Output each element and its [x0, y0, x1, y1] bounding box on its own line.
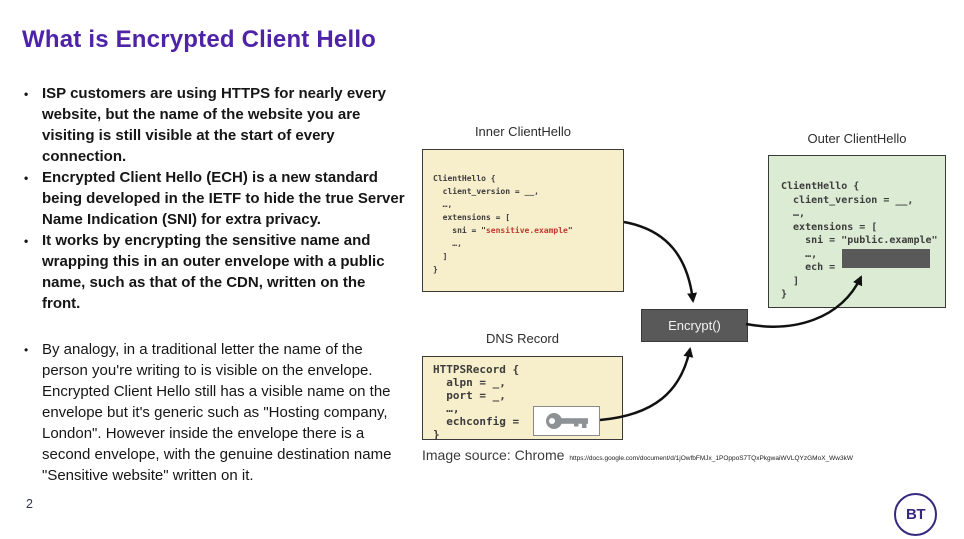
- page-title: What is Encrypted Client Hello: [22, 26, 377, 53]
- bt-logo-text: BT: [906, 506, 926, 523]
- bullet-icon: •: [24, 234, 29, 248]
- code-text: ClientHello { client_version = __, …, ex…: [433, 174, 539, 235]
- bullet-text: By analogy, in a traditional letter the …: [42, 341, 392, 484]
- redacted-value-box: [842, 249, 930, 268]
- bullet-icon: •: [24, 343, 29, 357]
- code-text: " …, ] }: [433, 226, 573, 274]
- bt-logo: BT: [894, 493, 937, 536]
- dns-record-code: HTTPSRecord { alpn = _, port = _, …, ech…: [433, 363, 520, 441]
- bullet-list: • ISP customers are using HTTPS for near…: [24, 83, 406, 486]
- inner-clienthello-box: ClientHello { client_version = __, …, ex…: [422, 149, 624, 292]
- bullet-icon: •: [24, 87, 29, 101]
- list-item: • By analogy, in a traditional letter th…: [24, 339, 406, 486]
- dns-record-label: DNS Record: [486, 331, 559, 346]
- encrypt-label: Encrypt(): [668, 318, 721, 333]
- outer-clienthello-code: ClientHello { client_version = __, …, ex…: [781, 180, 945, 302]
- bullet-text: Encrypted Client Hello (ECH) is a new st…: [42, 169, 405, 228]
- image-source: Image source: Chrome https://docs.google…: [422, 447, 853, 463]
- inner-clienthello-code: ClientHello { client_version = __, …, ex…: [433, 172, 623, 276]
- outer-clienthello-label: Outer ClientHello: [807, 131, 907, 146]
- arrow-inner-to-encrypt: [623, 220, 698, 303]
- list-item: • It works by encrypting the sensitive n…: [24, 230, 406, 314]
- encrypt-function-box: Encrypt(): [641, 309, 748, 342]
- code-text: ] }: [781, 275, 800, 301]
- page-number: 2: [26, 497, 33, 511]
- bullet-icon: •: [24, 171, 29, 185]
- bullet-text: ISP customers are using HTTPS for nearly…: [42, 85, 387, 165]
- key-icon: [545, 413, 588, 429]
- sensitive-sni-value: sensitive.example: [485, 226, 568, 235]
- outer-clienthello-box: ClientHello { client_version = __, …, ex…: [768, 155, 946, 308]
- list-item: • ISP customers are using HTTPS for near…: [24, 83, 406, 167]
- image-source-url[interactable]: https://docs.google.com/document/d/1jOwf…: [569, 455, 853, 462]
- list-item: • Encrypted Client Hello (ECH) is a new …: [24, 167, 406, 230]
- image-source-label: Image source: Chrome: [422, 447, 565, 463]
- bullet-text: It works by encrypting the sensitive nam…: [42, 232, 385, 312]
- echconfig-key-frame: [533, 406, 600, 436]
- inner-clienthello-label: Inner ClientHello: [474, 124, 572, 139]
- code-text: ClientHello { client_version = __, …, ex…: [781, 181, 938, 273]
- dns-record-box: HTTPSRecord { alpn = _, port = _, …, ech…: [422, 356, 623, 441]
